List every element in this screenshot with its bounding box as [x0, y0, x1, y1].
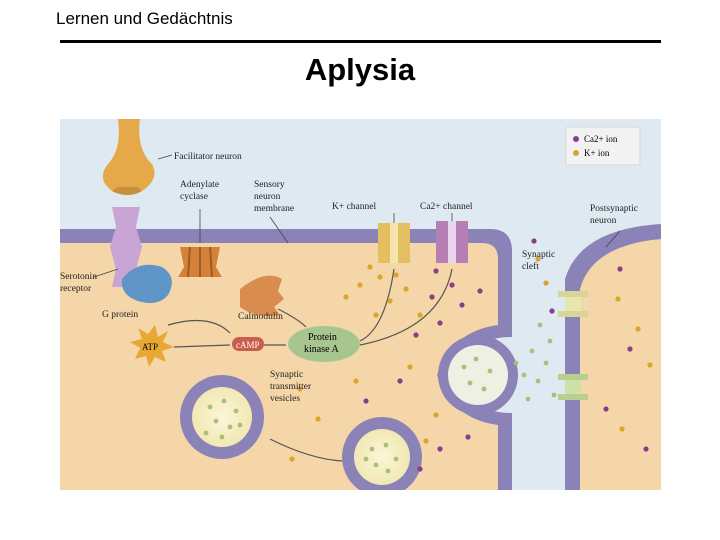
legend-k-label: K+ ion — [584, 148, 610, 158]
label-k-channel: K+ channel — [332, 202, 376, 212]
label-sensory-3: membrane — [254, 204, 294, 214]
label-vesicles-2: transmitter — [270, 382, 312, 392]
label-adenylate-1: Adenylate — [180, 180, 219, 190]
label-g-protein: G protein — [102, 310, 138, 320]
legend: Ca2+ ion K+ ion — [566, 127, 640, 165]
label-sensory-1: Sensory — [254, 180, 285, 190]
slide-header: Lernen und Gedächtnis — [56, 9, 233, 29]
header-rule — [60, 40, 661, 43]
label-vesicles-1: Synaptic — [270, 370, 303, 380]
atp-label: ATP — [142, 342, 158, 352]
adenylate-cyclase — [178, 247, 222, 277]
label-vesicles-3: vesicles — [270, 394, 300, 404]
label-adenylate-2: cyclase — [180, 192, 208, 202]
pka-label-1: Protein — [308, 332, 337, 343]
legend-ca-swatch — [573, 136, 579, 142]
k-channel — [378, 223, 410, 263]
legend-k-swatch — [573, 150, 579, 156]
label-serotonin-2: receptor — [60, 284, 92, 294]
label-cleft-2: cleft — [522, 261, 539, 272]
label-sensory-2: neuron — [254, 192, 281, 202]
label-ca-channel: Ca2+ channel — [420, 202, 473, 212]
label-facilitator-neuron: Facilitator neuron — [174, 152, 242, 162]
label-serotonin-1: Serotonin — [60, 272, 97, 282]
camp-label: cAMP — [236, 340, 260, 350]
legend-ca-label: Ca2+ ion — [584, 134, 618, 144]
slide-title: Aplysia — [0, 52, 720, 88]
pka-label-2: kinase A — [304, 344, 339, 355]
label-postsynaptic-1: Postsynaptic — [590, 204, 638, 214]
fusing-vesicle-lumen — [448, 345, 508, 405]
ca-channel — [436, 221, 468, 263]
aplysia-diagram: ATP cAMP Protein kinase A — [60, 119, 661, 490]
label-postsynaptic-2: neuron — [590, 216, 617, 226]
label-cleft-1: Synaptic — [522, 250, 555, 260]
aplysia-diagram-svg: ATP cAMP Protein kinase A — [60, 119, 661, 490]
label-calmodulin: Calmodulin — [238, 312, 283, 322]
